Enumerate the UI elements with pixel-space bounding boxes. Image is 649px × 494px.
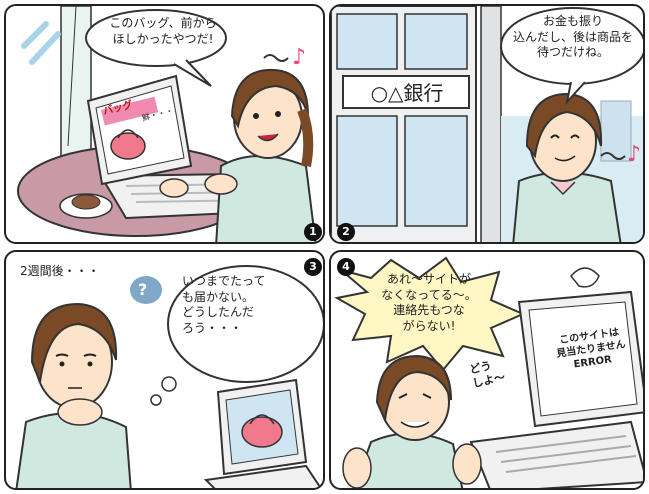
panel-2-art [331, 6, 643, 242]
panel-number-2: 2 [337, 223, 355, 241]
speech-bubble-1: このバッグ、前から ほしかったやつだ! [109, 16, 217, 46]
panel-1: このバッグ、前から ほしかったやつだ! バッグ 鮮・・・ ♪ 1 [4, 4, 325, 244]
bank-sign: ○△銀行 [370, 81, 444, 105]
panel-3-art [15, 265, 323, 488]
shout-bubble-4: あれ〜サイトが なくなってる〜。 連絡先もつな がらない! [381, 272, 477, 333]
question-icon: ? [138, 280, 148, 299]
panel-number-1: 1 [304, 223, 322, 241]
music-note-icon-2: ♪ [627, 142, 642, 167]
speech-bubble-2: お金も振り 込んだし、後は商品を 待つだけね。 [512, 14, 633, 60]
panel-3: 2週間後・・・ ? いつまでたって も届かない。 どうしたんだ ろう・・・ 3 [4, 250, 325, 490]
panel-1-art [17, 6, 317, 242]
thought-bubble-3: いつまでたって も届かない。 どうしたんだ ろう・・・ [182, 274, 266, 335]
panel-number-3: 3 [304, 258, 322, 276]
panel-2: ○△銀行 お金も振り 込んだし、後は商品を 待つだけね。 ♪ 2 [329, 4, 645, 244]
time-caption: 2週間後・・・ [20, 264, 100, 278]
music-note-icon: ♪ [292, 45, 307, 70]
panel-4-art [334, 256, 643, 488]
panel-number-4: 4 [337, 258, 355, 276]
panel-4: あれ〜サイトが なくなってる〜。 連絡先もつな がらない! どう しよ〜 このサ… [329, 250, 645, 490]
